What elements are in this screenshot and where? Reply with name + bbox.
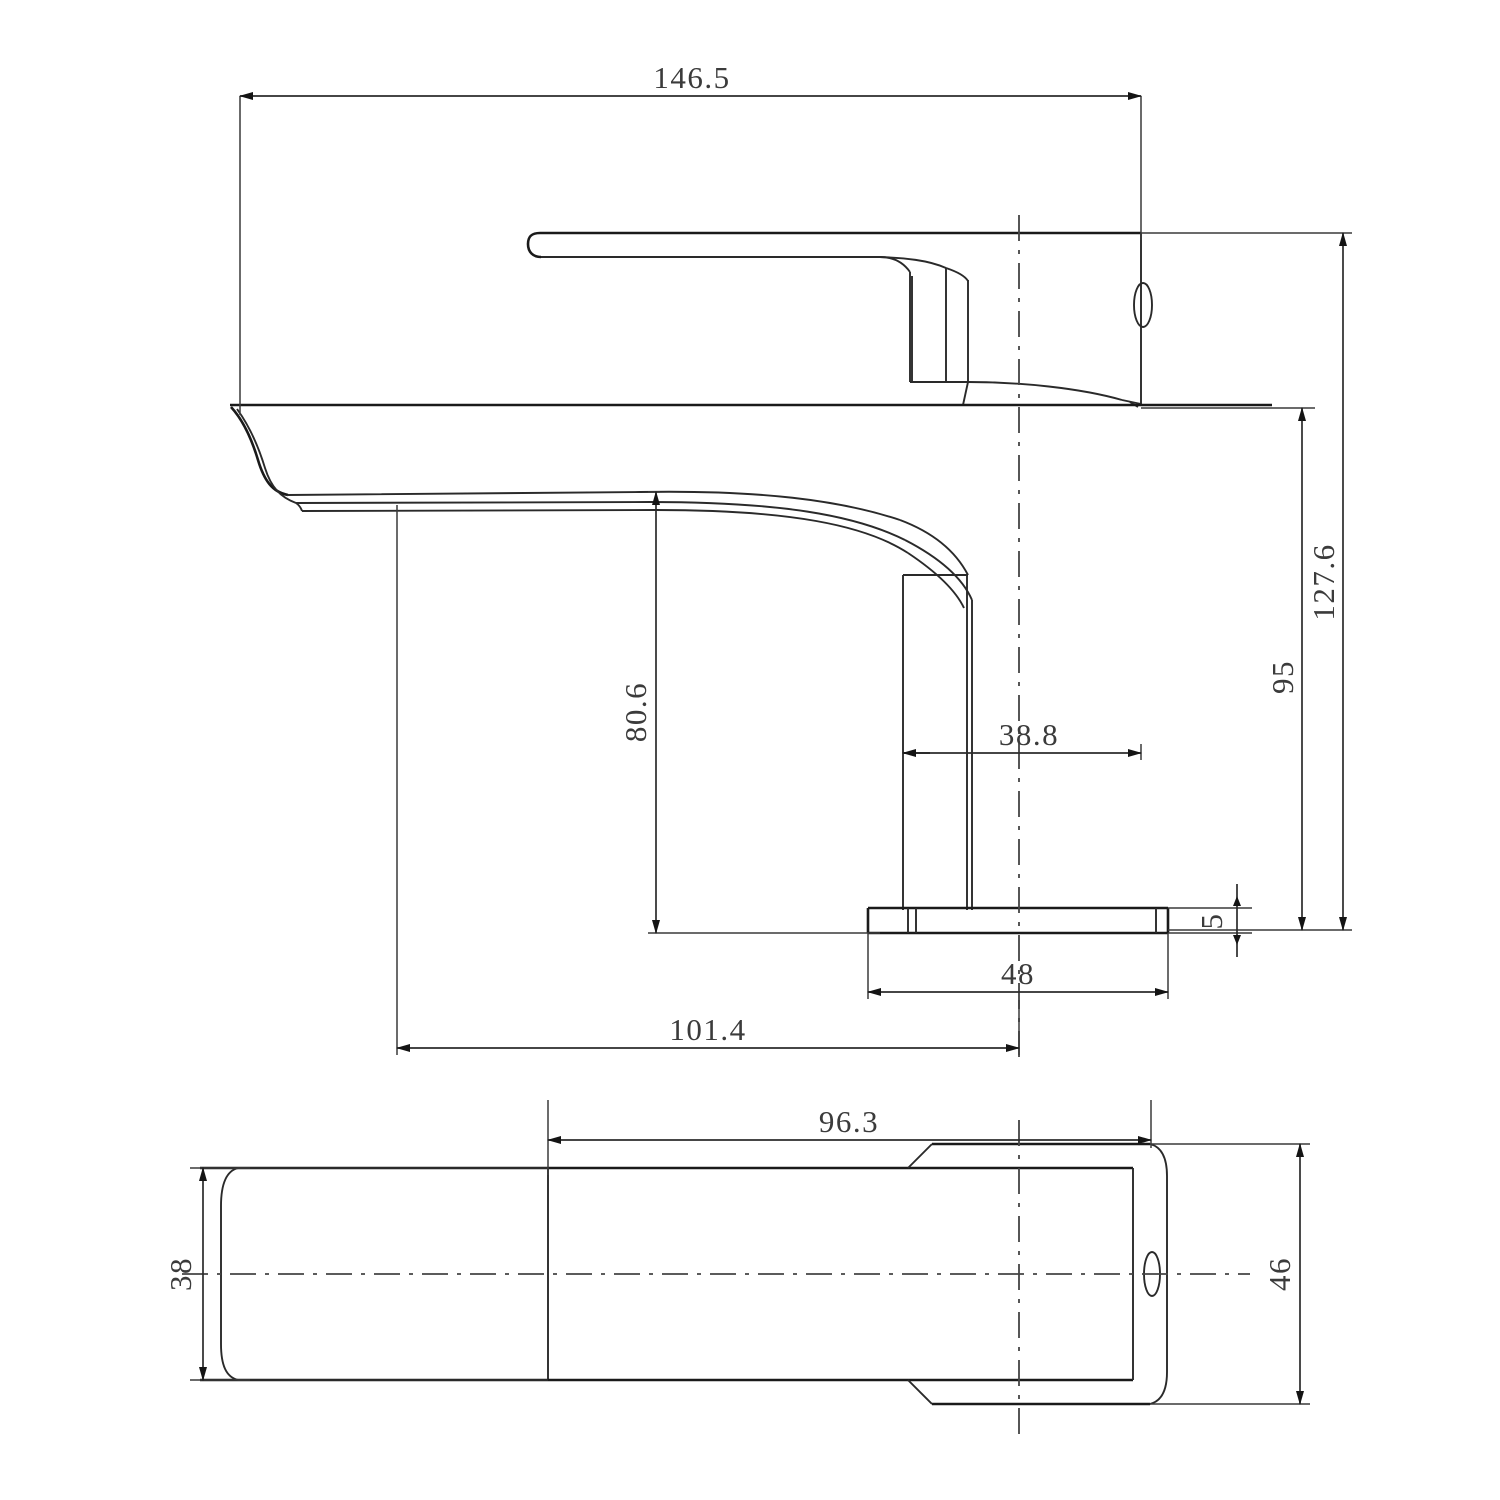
dimension-body-height: 95 bbox=[1141, 407, 1315, 931]
dimension-body-depth: 38.8 bbox=[902, 717, 1142, 760]
dim-label-plan-length: 96.3 bbox=[819, 1104, 879, 1139]
body-top-cap bbox=[962, 231, 1153, 408]
top-plan-view: 96.3 38 46 bbox=[163, 1100, 1310, 1440]
side-elevation-view: 146.5 127.6 95 80.6 bbox=[230, 60, 1352, 1060]
dimension-overall-height: 127.6 bbox=[1141, 232, 1352, 931]
dimension-spout-height: 80.6 bbox=[618, 491, 880, 934]
dim-label-body-depth: 38.8 bbox=[999, 717, 1059, 752]
dim-label-body-height: 95 bbox=[1265, 660, 1300, 694]
dim-label-overall-height: 127.6 bbox=[1306, 543, 1341, 620]
dimension-plan-length: 96.3 bbox=[547, 1100, 1152, 1175]
dimension-base-width: 48 bbox=[867, 933, 1169, 999]
dim-label-plan-body-width: 46 bbox=[1262, 1257, 1297, 1291]
spout-geometry bbox=[230, 403, 1272, 609]
dim-label-base-thickness: 5 bbox=[1194, 913, 1229, 930]
dim-label-spout-reach: 101.4 bbox=[669, 1012, 746, 1047]
handle-lever-geometry bbox=[526, 231, 1140, 383]
dimension-plan-body-width: 46 bbox=[1150, 1143, 1310, 1405]
body-column bbox=[902, 574, 973, 910]
dim-label-spout-height: 80.6 bbox=[618, 682, 653, 742]
dimension-spout-reach: 101.4 bbox=[396, 505, 1020, 1055]
dim-label-plan-spout-width: 38 bbox=[163, 1257, 198, 1291]
dimension-overall-width: 146.5 bbox=[239, 60, 1142, 415]
dimension-plan-spout-width: 38 bbox=[163, 1167, 250, 1381]
dim-label-base-width: 48 bbox=[1001, 956, 1035, 991]
dimension-base-thickness: 5 bbox=[1168, 884, 1252, 957]
dim-label-overall-width: 146.5 bbox=[653, 60, 730, 95]
base-plate bbox=[866, 906, 1170, 935]
plan-spout-body bbox=[200, 1166, 549, 1382]
